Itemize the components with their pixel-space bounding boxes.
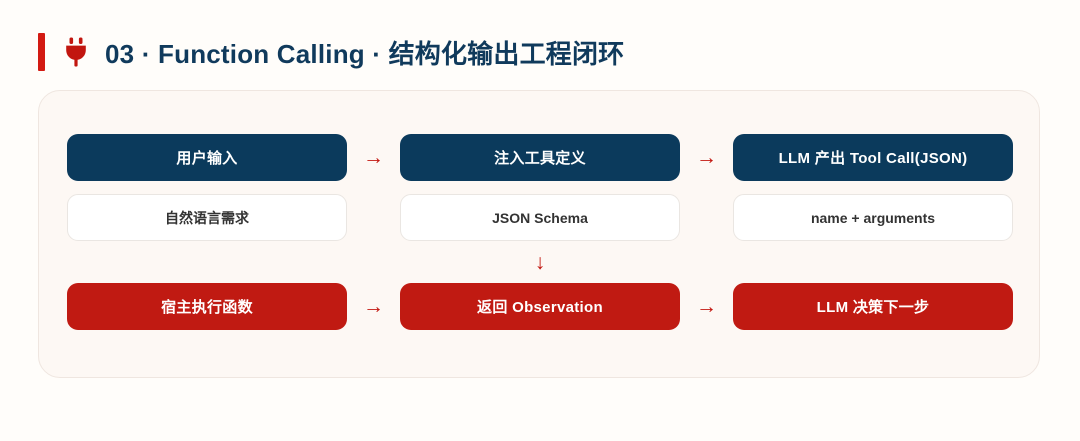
flow-bottom-row: 宿主执行函数 → 返回 Observation → LLM 决策下一步	[67, 283, 1013, 330]
arrow-right-icon: →	[696, 295, 717, 318]
flow-step-inject-tools[interactable]: 注入工具定义 JSON Schema	[400, 134, 680, 241]
flow-diagram: 用户输入 自然语言需求 → 注入工具定义 JSON Schema → LLM 产…	[67, 134, 1013, 330]
flow-step-title[interactable]: 注入工具定义	[400, 134, 680, 181]
flow-step-return-observation[interactable]: 返回 Observation	[400, 283, 680, 330]
page-header: 03 · Function Calling · 结构化输出工程闭环	[38, 30, 624, 74]
flow-step-detail: 自然语言需求	[67, 194, 347, 241]
flow-step-detail: JSON Schema	[400, 194, 680, 241]
accent-bar	[38, 33, 45, 71]
flow-step-title[interactable]: 宿主执行函数	[67, 283, 347, 330]
flow-top-row: 用户输入 自然语言需求 → 注入工具定义 JSON Schema → LLM 产…	[67, 134, 1013, 241]
flow-step-title[interactable]: LLM 决策下一步	[733, 283, 1013, 330]
flow-step-title[interactable]: 返回 Observation	[400, 283, 680, 330]
flow-step-llm-tool-call[interactable]: LLM 产出 Tool Call(JSON) name + arguments	[733, 134, 1013, 241]
arrow-right-icon: →	[696, 146, 717, 169]
flow-step-host-execute[interactable]: 宿主执行函数	[67, 283, 347, 330]
arrow-right-icon: →	[363, 295, 384, 318]
flow-connector-row: ↓	[67, 241, 1013, 283]
flow-step-title[interactable]: LLM 产出 Tool Call(JSON)	[733, 134, 1013, 181]
plug-icon	[63, 37, 89, 67]
flow-step-user-input[interactable]: 用户输入 自然语言需求	[67, 134, 347, 241]
page-title: 03 · Function Calling · 结构化输出工程闭环	[105, 38, 625, 69]
flow-panel: 用户输入 自然语言需求 → 注入工具定义 JSON Schema → LLM 产…	[38, 90, 1040, 378]
flow-step-detail: name + arguments	[733, 194, 1013, 241]
arrow-down-icon: ↓	[534, 250, 546, 274]
arrow-right-icon: →	[363, 146, 384, 169]
flow-step-llm-next-decision[interactable]: LLM 决策下一步	[733, 283, 1013, 330]
flow-step-title[interactable]: 用户输入	[67, 134, 347, 181]
